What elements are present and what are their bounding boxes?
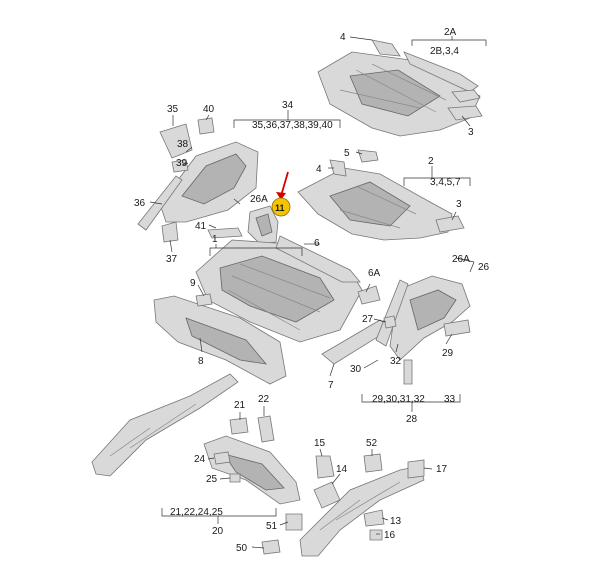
callout-16: 16 <box>384 530 396 541</box>
callout-50: 50 <box>236 543 248 554</box>
callout-30: 30 <box>350 364 362 375</box>
callout-27: 27 <box>362 314 374 325</box>
callout-4: 4 <box>340 32 346 43</box>
main-floor-pan <box>195 227 363 343</box>
callout-33: 33 <box>444 394 456 405</box>
callout-3b: 3 <box>456 199 462 210</box>
callout-17: 17 <box>436 464 448 475</box>
callout-51: 51 <box>266 521 278 532</box>
callout-29: 29 <box>442 348 454 359</box>
callout-21-25: 21,22,24,25 <box>170 507 223 518</box>
callout-26: 26 <box>478 262 490 273</box>
callout-52: 52 <box>366 438 378 449</box>
callout-6: 6 <box>314 238 320 249</box>
callout-14: 14 <box>336 464 348 475</box>
callout-35-40: 35,36,37,38,39,40 <box>252 120 333 131</box>
rear-floor-pan-lower <box>297 149 465 241</box>
side-member <box>153 293 287 385</box>
highlight-badge <box>271 197 291 217</box>
callout-3: 3 <box>468 127 474 138</box>
callout-5: 5 <box>344 148 350 159</box>
callout-9: 9 <box>190 278 196 289</box>
front-longitudinal-member <box>91 373 239 477</box>
callout-28: 28 <box>406 414 418 425</box>
callout-32: 32 <box>390 356 402 367</box>
callout-25: 25 <box>206 474 218 485</box>
callout-8: 8 <box>198 356 204 367</box>
callout-4b: 4 <box>316 164 322 175</box>
callout-41: 41 <box>195 221 207 232</box>
wheel-housing-right <box>375 275 471 385</box>
callout-34: 34 <box>282 100 294 111</box>
callout-1: 1 <box>212 234 218 245</box>
callout-21: 21 <box>234 400 246 411</box>
callout-40: 40 <box>203 104 215 115</box>
callout-6a: 6A <box>368 268 381 279</box>
callout-29-32: 29,30,31,32 <box>372 394 425 405</box>
callout-38: 38 <box>177 139 189 150</box>
callout-22: 22 <box>258 394 270 405</box>
part-11-callout <box>271 171 291 217</box>
callout-11: 11 <box>275 203 285 213</box>
callout-15: 15 <box>314 438 326 449</box>
callout-labels: 4 2A 2B,3,4 3 35 40 34 35,36,37,38,39,40… <box>134 27 490 554</box>
leader-lines <box>149 36 487 549</box>
callout-26a: 26A <box>250 194 268 205</box>
cross-member <box>203 415 301 505</box>
highlighted-part-11 <box>247 205 279 245</box>
callout-3-4-5-7: 3,4,5,7 <box>430 177 461 188</box>
callout-20: 20 <box>212 526 224 537</box>
callout-2b-3-4: 2B,3,4 <box>430 46 459 57</box>
callout-26a-right: 26A <box>452 254 470 265</box>
callout-35: 35 <box>167 104 179 115</box>
callout-13: 13 <box>390 516 402 527</box>
callout-7: 7 <box>328 380 334 391</box>
callout-2: 2 <box>428 156 434 167</box>
wheel-housing-left <box>137 117 259 243</box>
callout-24: 24 <box>194 454 206 465</box>
front-lower-structure <box>261 453 425 557</box>
callout-36: 36 <box>134 198 146 209</box>
callout-39: 39 <box>176 158 188 169</box>
callout-2a: 2A <box>444 27 457 38</box>
callout-37: 37 <box>166 254 178 265</box>
bracket-6a <box>357 285 381 305</box>
rear-floor-pan-upper <box>317 39 483 137</box>
